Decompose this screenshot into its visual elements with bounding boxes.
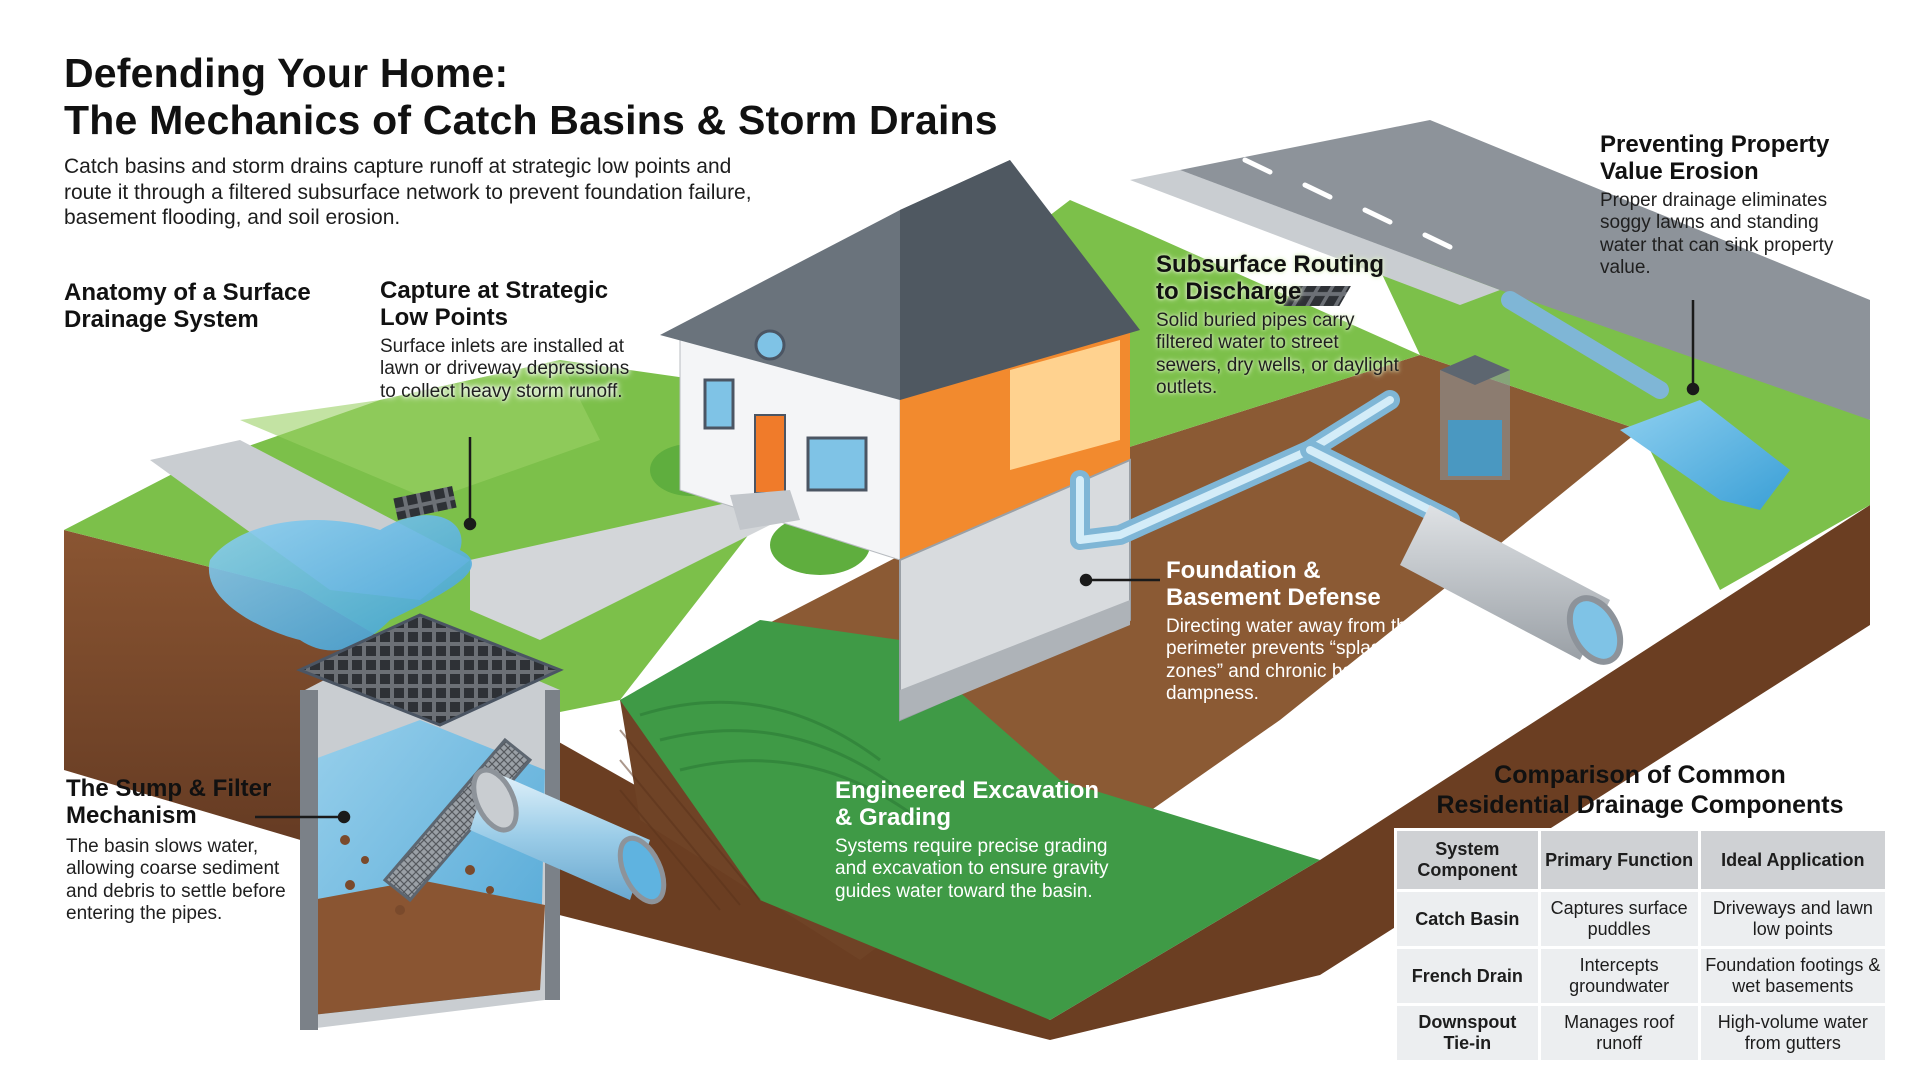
anatomy-heading-line-1: Anatomy of a Surface [64,279,311,306]
table-cell: Intercepts groundwater [1537,946,1701,1006]
table-cell: Catch Basin [1394,889,1541,949]
sump-heading-line-1: The Sump & Filter [66,775,272,802]
pipe-network [1070,291,1790,665]
basement-floor [900,600,1130,720]
excavation-heading-line-2: & Grading [835,803,952,831]
street-grate [1283,286,1351,306]
routing-heading-line-2: to Discharge [1156,277,1302,305]
sump-leader-dot [337,810,351,824]
street-pipe [1501,291,1669,399]
leader-lines [255,300,1700,824]
house-interior-back [1010,340,1120,470]
large-outflow-pipe [1400,505,1610,660]
anatomy-heading: Anatomy of a Surface Drainage System [64,279,311,334]
table-cell: Downspout Tie-in [1394,1003,1541,1063]
sidewalk-back [1130,170,1500,305]
downspout-pipe-highlight [1076,396,1394,544]
property-heading-line-1: Preventing Property [1600,131,1830,158]
grading-lines [639,700,921,822]
basin-inlet-ring [471,767,519,833]
table-cell: Driveways and lawn low points [1697,889,1889,949]
lawn-left-light [240,360,600,500]
property-leader-dot [1686,382,1700,396]
property-body: Proper drainage eliminates soggy lawns a… [1600,189,1834,278]
table-cell: Foundation footings & wet basements [1697,946,1889,1006]
catch-basin [296,613,667,1030]
comparison-title-line-2: Residential Drainage Components [1436,791,1844,819]
excavation-body: Systems require precise grading and exca… [835,835,1109,902]
front-door [754,414,786,494]
sump-heading-line-2: Mechanism [66,801,197,829]
page-title-line-1: Defending Your Home: [64,50,509,96]
soil-strata [619,729,761,911]
table-header-cell: System Component [1394,828,1541,892]
table-row: Catch Basin Captures surface puddles Dri… [1394,889,1889,949]
capture-leader-dot [463,517,477,531]
comparison-table: System Component Primary Function Ideal … [1394,828,1889,1063]
basin-sediment [312,880,545,1015]
callout-routing: Subsurface Routing to Discharge Solid bu… [1156,251,1406,399]
anatomy-heading-line-2: Drainage System [64,305,259,333]
table-cell: Manages roof runoff [1537,1003,1701,1063]
excavation-heading-line-1: Engineered Excavation [835,777,1100,804]
callout-sump: The Sump & Filter Mechanism The basin sl… [66,775,296,925]
capture-heading-line-1: Capture at Strategic [380,277,609,304]
window-right [806,436,868,492]
road-surface [1180,120,1870,420]
discharge-swale [1620,400,1790,510]
roof-side [900,160,1140,400]
table-cell: French Drain [1394,946,1541,1006]
window-left [703,378,735,430]
intro-paragraph: Catch basins and storm drains capture ru… [64,155,752,230]
comparison-title: Comparison of Common Residential Drainag… [1380,760,1900,820]
sediment-debris [340,835,494,915]
house [660,160,1140,722]
branch-pipe-highlight [1306,446,1454,524]
callout-property: Preventing Property Value Erosion Proper… [1600,131,1870,279]
road-lane-markings [1242,157,1453,250]
comparison-title-line-1: Comparison of Common [1494,761,1786,789]
dry-well [1440,355,1510,480]
callout-excavation: Engineered Excavation & Grading Systems … [835,777,1135,903]
attic-window [754,329,786,361]
basin-grate-top [296,613,564,727]
outflow-pipe-mouth [1566,595,1624,665]
table-header-row: System Component Primary Function Ideal … [1394,828,1889,892]
basin-outlet-mouth [617,835,667,905]
table-cell: High-volume water from gutters [1697,1003,1889,1063]
routing-heading-line-1: Subsurface Routing [1156,251,1385,278]
callout-foundation: Foundation & Basement Defense Directing … [1166,557,1436,705]
street [1180,120,1870,420]
capture-body: Surface inlets are installed at lawn or … [380,335,630,402]
front-steps [730,490,800,530]
foundation-body: Directing water away from the perimeter … [1166,615,1418,704]
soil-front-right [520,505,1870,1040]
property-heading-line-2: Value Erosion [1600,157,1759,185]
front-walk [470,500,780,640]
table-cell: Captures surface puddles [1537,889,1701,949]
table-row: French Drain Intercepts groundwater Foun… [1394,946,1889,1006]
foundation-heading-line-1: Foundation & [1166,557,1321,584]
table-header-cell: Primary Function [1537,828,1701,892]
page-title-line-2: The Mechanics of Catch Basins & Storm Dr… [64,96,998,143]
foundation-leader-dot [1079,573,1093,587]
table-header-cell: Ideal Application [1697,828,1889,892]
basin-frame-left [300,690,318,1030]
callout-capture: Capture at Strategic Low Points Surface … [380,277,650,403]
routing-body: Solid buried pipes carry filtered water … [1156,309,1399,398]
table-row: Downspout Tie-in Manages roof runoff Hig… [1394,1003,1889,1063]
surface-puddle [208,515,472,651]
foundation-heading-line-2: Basement Defense [1166,583,1381,611]
page-title: Defending Your Home: The Mechanics of Ca… [64,50,998,143]
capture-heading-line-2: Low Points [380,303,508,331]
lawn-inlet-grate [393,486,457,520]
sump-body: The basin slows water, allowing coarse s… [66,835,286,924]
graded-slope [620,620,1320,1020]
